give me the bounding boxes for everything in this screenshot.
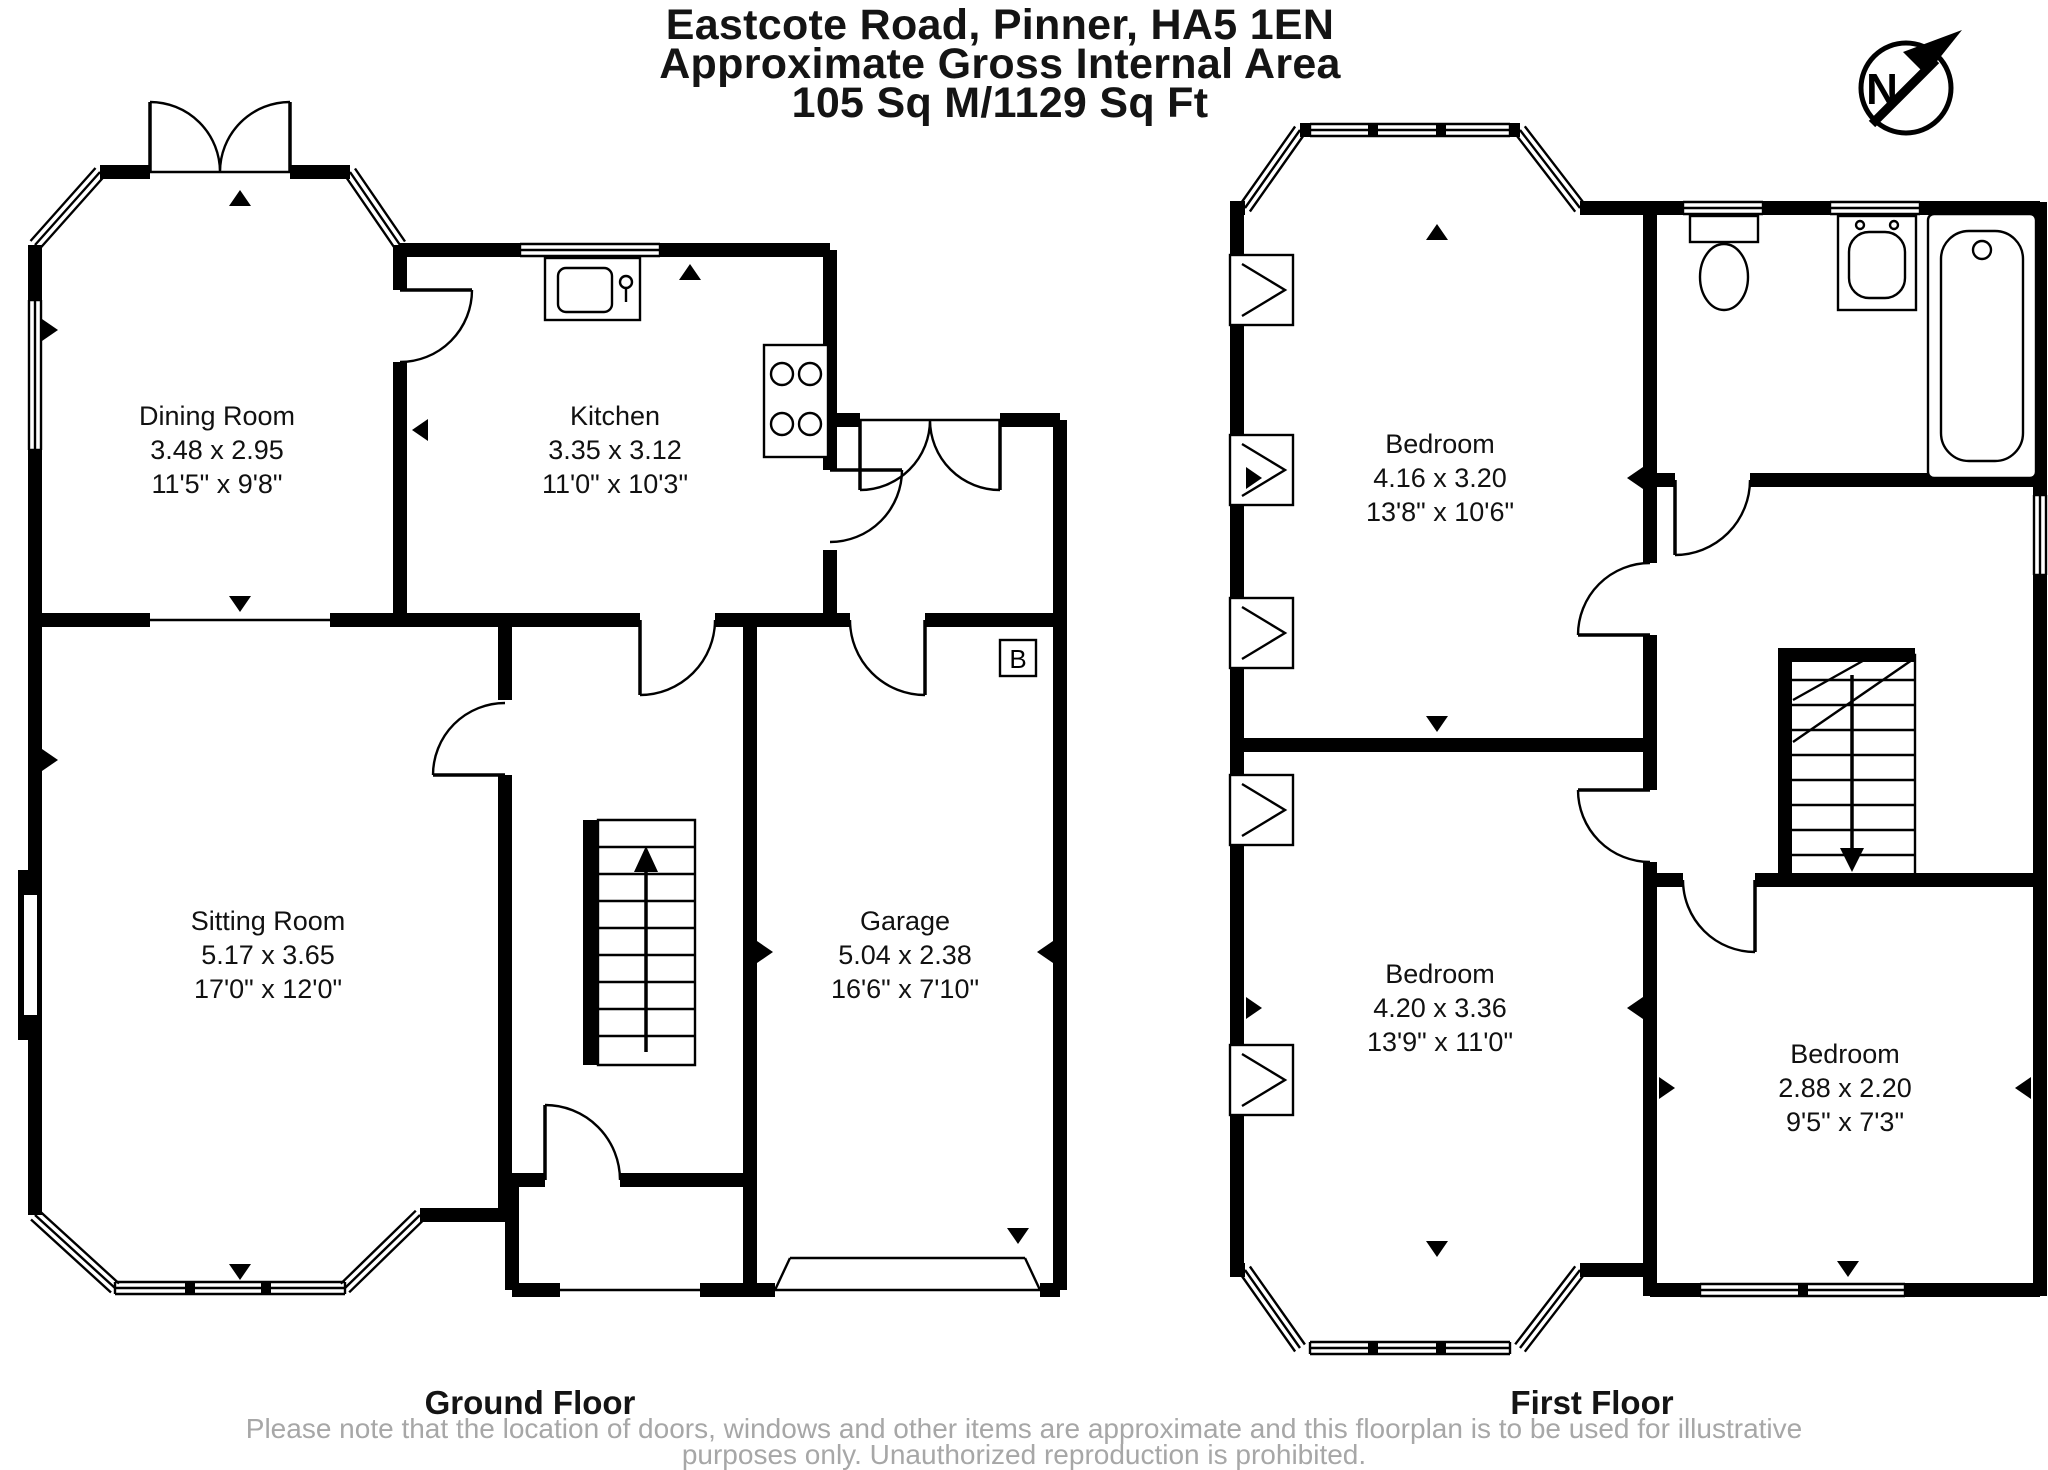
room-label-dining: Dining Room 3.48 x 2.95 11'5" x 9'8"	[139, 399, 295, 501]
room-name: Kitchen	[569, 401, 661, 431]
first-floor-label: First Floor	[1510, 1384, 1674, 1421]
room-label-bedroom-2: Bedroom 4.20 x 3.36 13'9" x 11'0"	[1367, 957, 1513, 1059]
room-imperial: 13'8" x 10'6"	[1365, 497, 1515, 527]
title-subtitle: Approximate Gross Internal Area	[659, 40, 1341, 88]
compass-icon: N	[1858, 30, 1962, 136]
room-label-kitchen: Kitchen 3.35 x 3.12 11'0" x 10'3"	[542, 399, 688, 501]
toilet-icon	[1688, 214, 1760, 312]
room-metric: 3.35 x 3.12	[548, 435, 682, 465]
room-name: Bedroom	[1385, 959, 1495, 989]
room-label-sitting: Sitting Room 5.17 x 3.65 17'0" x 12'0"	[191, 904, 346, 1006]
room-imperial: 13'9" x 11'0"	[1366, 1027, 1514, 1057]
first-walls	[1230, 123, 2047, 1297]
wardrobe-chevrons	[1228, 253, 1295, 1117]
room-imperial: 9'5" x 7'3"	[1785, 1107, 1905, 1137]
room-name: Bedroom	[1790, 1039, 1900, 1069]
disclaimer: Please note that the location of doors, …	[0, 1413, 2048, 1470]
room-metric: 4.20 x 3.36	[1373, 993, 1507, 1023]
room-metric: 5.04 x 2.38	[838, 940, 972, 970]
measurement-arrows-ground	[42, 190, 1053, 1280]
basin-icon	[1836, 214, 1918, 312]
stairs-down-icon	[1788, 653, 1917, 882]
room-label-garage: Garage 5.04 x 2.38 16'6" x 7'10"	[831, 904, 979, 1006]
room-imperial: 11'5" x 9'8"	[151, 469, 283, 499]
bath-icon	[1926, 212, 2038, 480]
first-floor-plan	[1228, 122, 2048, 1356]
room-label-bedroom-1: Bedroom 4.16 x 3.20 13'8" x 10'6"	[1366, 427, 1514, 529]
room-label-bedroom-3: Bedroom 2.88 x 2.20 9'5" x 7'3"	[1778, 1037, 1912, 1139]
disclaimer-line-1: Please note that the location of doors, …	[245, 1413, 1803, 1444]
ground-floor-plan: B	[18, 100, 1067, 1297]
title-block: Eastcote Road, Pinner, HA5 1EN Approxima…	[0, 1, 2000, 127]
room-name: Dining Room	[138, 401, 296, 431]
room-name: Sitting Room	[190, 906, 346, 936]
room-imperial: 11'0" x 10'3"	[541, 469, 689, 499]
boiler-badge: B	[998, 638, 1038, 678]
page-title: Eastcote Road, Pinner, HA5 1EN	[665, 1, 1335, 49]
title-area: 105 Sq M/1129 Sq Ft	[791, 79, 1209, 127]
boiler-label: B	[1009, 644, 1026, 674]
ground-walls	[28, 165, 1067, 1297]
room-name: Bedroom	[1385, 429, 1495, 459]
garage-door	[773, 1256, 1042, 1292]
room-metric: 2.88 x 2.20	[1778, 1073, 1912, 1103]
room-imperial: 17'0" x 12'0"	[193, 974, 343, 1004]
chimney-breast	[18, 870, 38, 1040]
measurement-arrows-first	[1246, 224, 2031, 1277]
room-metric: 5.17 x 3.65	[201, 940, 335, 970]
sink-icon	[543, 256, 642, 322]
disclaimer-line-2: purposes only. Unauthorized reproduction…	[681, 1439, 1367, 1470]
room-metric: 4.16 x 3.20	[1373, 463, 1507, 493]
first-windows	[1239, 122, 2048, 1356]
room-name: Garage	[859, 906, 951, 936]
room-metric: 3.48 x 2.95	[150, 435, 284, 465]
ground-doors	[148, 100, 1002, 1292]
ground-floor-label: Ground Floor	[424, 1384, 636, 1421]
ground-windows	[27, 167, 662, 1296]
stairs-up-icon	[583, 818, 697, 1067]
hob-icon	[762, 343, 830, 459]
room-imperial: 16'6" x 7'10"	[830, 974, 980, 1004]
first-doors	[1576, 479, 1757, 954]
